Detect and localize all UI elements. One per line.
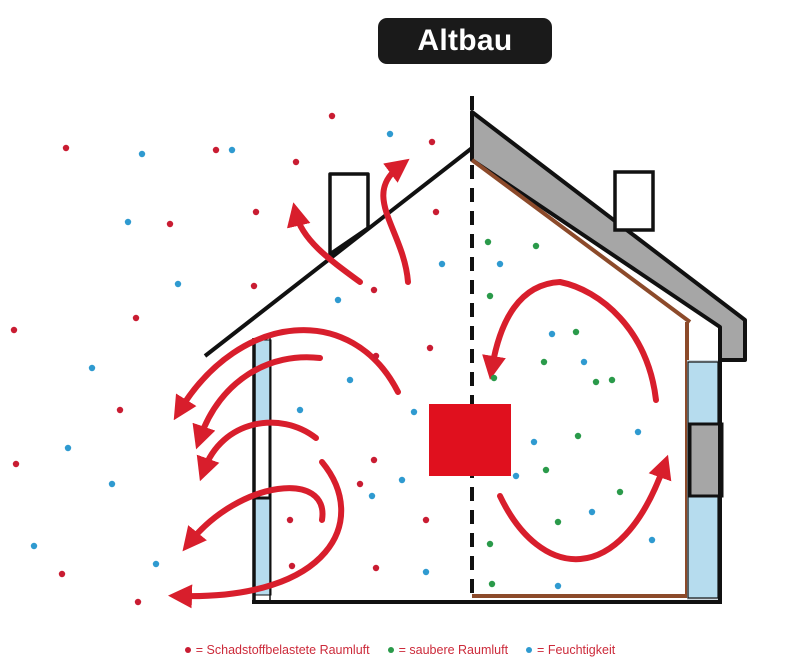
pollutant-dot <box>432 208 440 216</box>
clean-dot <box>490 374 498 382</box>
circulating-air-arrows <box>482 278 672 562</box>
moisture-dot <box>648 536 656 544</box>
left-window-frame <box>252 422 272 500</box>
legend-item-pollutant: = Schadstoffbelastete Raumluft <box>184 643 370 657</box>
clean-dot-icon <box>387 647 394 653</box>
moisture-dot <box>88 364 96 372</box>
moisture-dot <box>334 296 342 304</box>
moisture-dot <box>496 260 504 268</box>
pollutant-dot <box>12 460 20 468</box>
moisture-dot <box>152 560 160 568</box>
pollutant-dot <box>62 144 70 152</box>
arrow-floor <box>168 459 345 609</box>
arrow-up-chimney <box>380 158 411 285</box>
pollutant-dot-icon <box>184 647 191 653</box>
moisture-dot <box>64 444 72 452</box>
clean-dot <box>554 518 562 526</box>
escaping-air-arrows <box>168 158 411 609</box>
clean-dot <box>572 328 580 336</box>
pollutant-dot <box>328 112 336 120</box>
pollutant-dot <box>58 570 66 578</box>
pollutant-dot <box>422 516 430 524</box>
arrow-circulate-top <box>482 278 659 403</box>
arrow-left-2 <box>192 354 323 450</box>
legend-label-clean: = saubere Raumluft <box>398 643 509 657</box>
clean-dot <box>608 376 616 384</box>
moisture-dot <box>368 492 376 500</box>
legend-item-moisture: = Feuchtigkeit <box>526 643 615 657</box>
clean-dot <box>486 540 494 548</box>
clean-dot <box>532 242 540 250</box>
pollutant-dot <box>356 480 364 488</box>
moisture-dot <box>634 428 642 436</box>
pollutant-dot <box>286 516 294 524</box>
pollutant-dot <box>428 138 436 146</box>
legend: = Schadstoffbelastete Raumluft = saubere… <box>0 640 800 660</box>
moisture-dot <box>588 508 596 516</box>
moisture-dot <box>386 130 394 138</box>
house-diagram <box>10 96 747 609</box>
clean-dot <box>592 378 600 386</box>
clean-dot <box>542 466 550 474</box>
pollutant-dot <box>116 406 124 414</box>
title-badge: Altbau <box>378 18 552 64</box>
clean-dot <box>488 580 496 588</box>
moisture-dot <box>346 376 354 384</box>
clean-dot <box>574 432 582 440</box>
arrow-left-4 <box>182 485 326 552</box>
moisture-dot <box>422 568 430 576</box>
roof-insulation <box>470 110 747 362</box>
clean-dot <box>616 488 624 496</box>
moisture-dot <box>30 542 38 550</box>
legend-label-pollutant: = Schadstoffbelastete Raumluft <box>195 643 370 657</box>
pollutant-dot <box>372 564 380 572</box>
moisture-dot <box>512 472 520 480</box>
pollutant-dot <box>370 456 378 464</box>
clean-dot <box>486 292 494 300</box>
legend-item-clean: = saubere Raumluft <box>387 643 509 657</box>
pollutant-dot <box>134 598 142 606</box>
moisture-dot <box>108 480 116 488</box>
moisture-dot <box>548 330 556 338</box>
arrow-left-3 <box>196 419 319 482</box>
clean-dot <box>540 358 548 366</box>
pollutant-dot <box>372 352 380 360</box>
moisture-dot <box>580 358 588 366</box>
pollutant-dot <box>370 286 378 294</box>
pollutant-dot <box>250 282 258 290</box>
moisture-dot <box>174 280 182 288</box>
pollutant-dot <box>252 208 260 216</box>
pollutant-dot <box>288 562 296 570</box>
pollutant-dot <box>212 146 220 154</box>
arrow-left-1 <box>173 327 401 421</box>
roof-left <box>203 146 474 358</box>
chimney-right <box>613 170 655 232</box>
heater <box>429 404 511 476</box>
pollutant-dot <box>132 314 140 322</box>
pollutant-dot <box>426 344 434 352</box>
clean-dot <box>484 238 492 246</box>
moisture-dot-icon <box>526 647 533 653</box>
pollutant-dot <box>166 220 174 228</box>
legend-label-moisture: = Feuchtigkeit <box>537 643 616 657</box>
moisture-dot <box>296 406 304 414</box>
moisture-dot <box>228 146 236 154</box>
air-particles <box>10 112 656 606</box>
moisture-dot <box>124 218 132 226</box>
roof-timber-lining <box>470 158 692 324</box>
pollutant-dot <box>292 158 300 166</box>
arrow-circulate-bottom <box>497 454 672 562</box>
arrow-up-left <box>287 202 363 285</box>
moisture-dot <box>410 408 418 416</box>
moisture-dot <box>554 582 562 590</box>
moisture-dot <box>398 476 406 484</box>
moisture-dot <box>438 260 446 268</box>
moisture-dot <box>138 150 146 158</box>
pollutant-dot <box>10 326 18 334</box>
right-window-frame <box>688 422 724 498</box>
moisture-dot <box>530 438 538 446</box>
